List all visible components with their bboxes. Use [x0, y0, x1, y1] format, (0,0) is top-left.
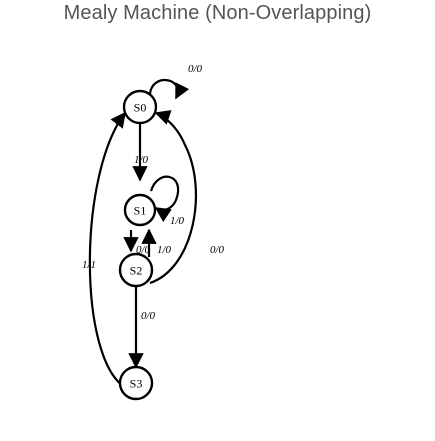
label-s2-s0: 0/0 — [210, 244, 225, 256]
state-s1-label: S1 — [134, 204, 147, 218]
state-s3-label: S3 — [130, 377, 143, 391]
label-s3-s0: 1/1 — [82, 259, 96, 271]
state-s0-label: S0 — [134, 101, 147, 115]
state-s1: S1 — [123, 193, 157, 227]
label-s1-s2: 0/0 — [136, 244, 151, 256]
transition-s2-s0 — [149, 110, 197, 285]
label-s0-self: 0/0 — [188, 63, 203, 75]
state-s2: S2 — [118, 252, 154, 288]
diagram-title: Mealy Machine (Non-Overlapping) — [63, 2, 372, 24]
state-s3: S3 — [118, 365, 154, 401]
state-s0: S0 — [122, 89, 158, 125]
transition-s3-s0 — [88, 111, 127, 389]
label-s1-self: 1/0 — [170, 215, 185, 227]
label-s0-s1: 1/0 — [134, 154, 149, 166]
state-s2-label: S2 — [130, 264, 143, 278]
label-s2-s1: 1/0 — [157, 244, 172, 256]
transition-s0-self — [148, 78, 190, 100]
label-s2-s3: 0/0 — [141, 310, 156, 322]
transition-s1-self — [149, 175, 180, 223]
